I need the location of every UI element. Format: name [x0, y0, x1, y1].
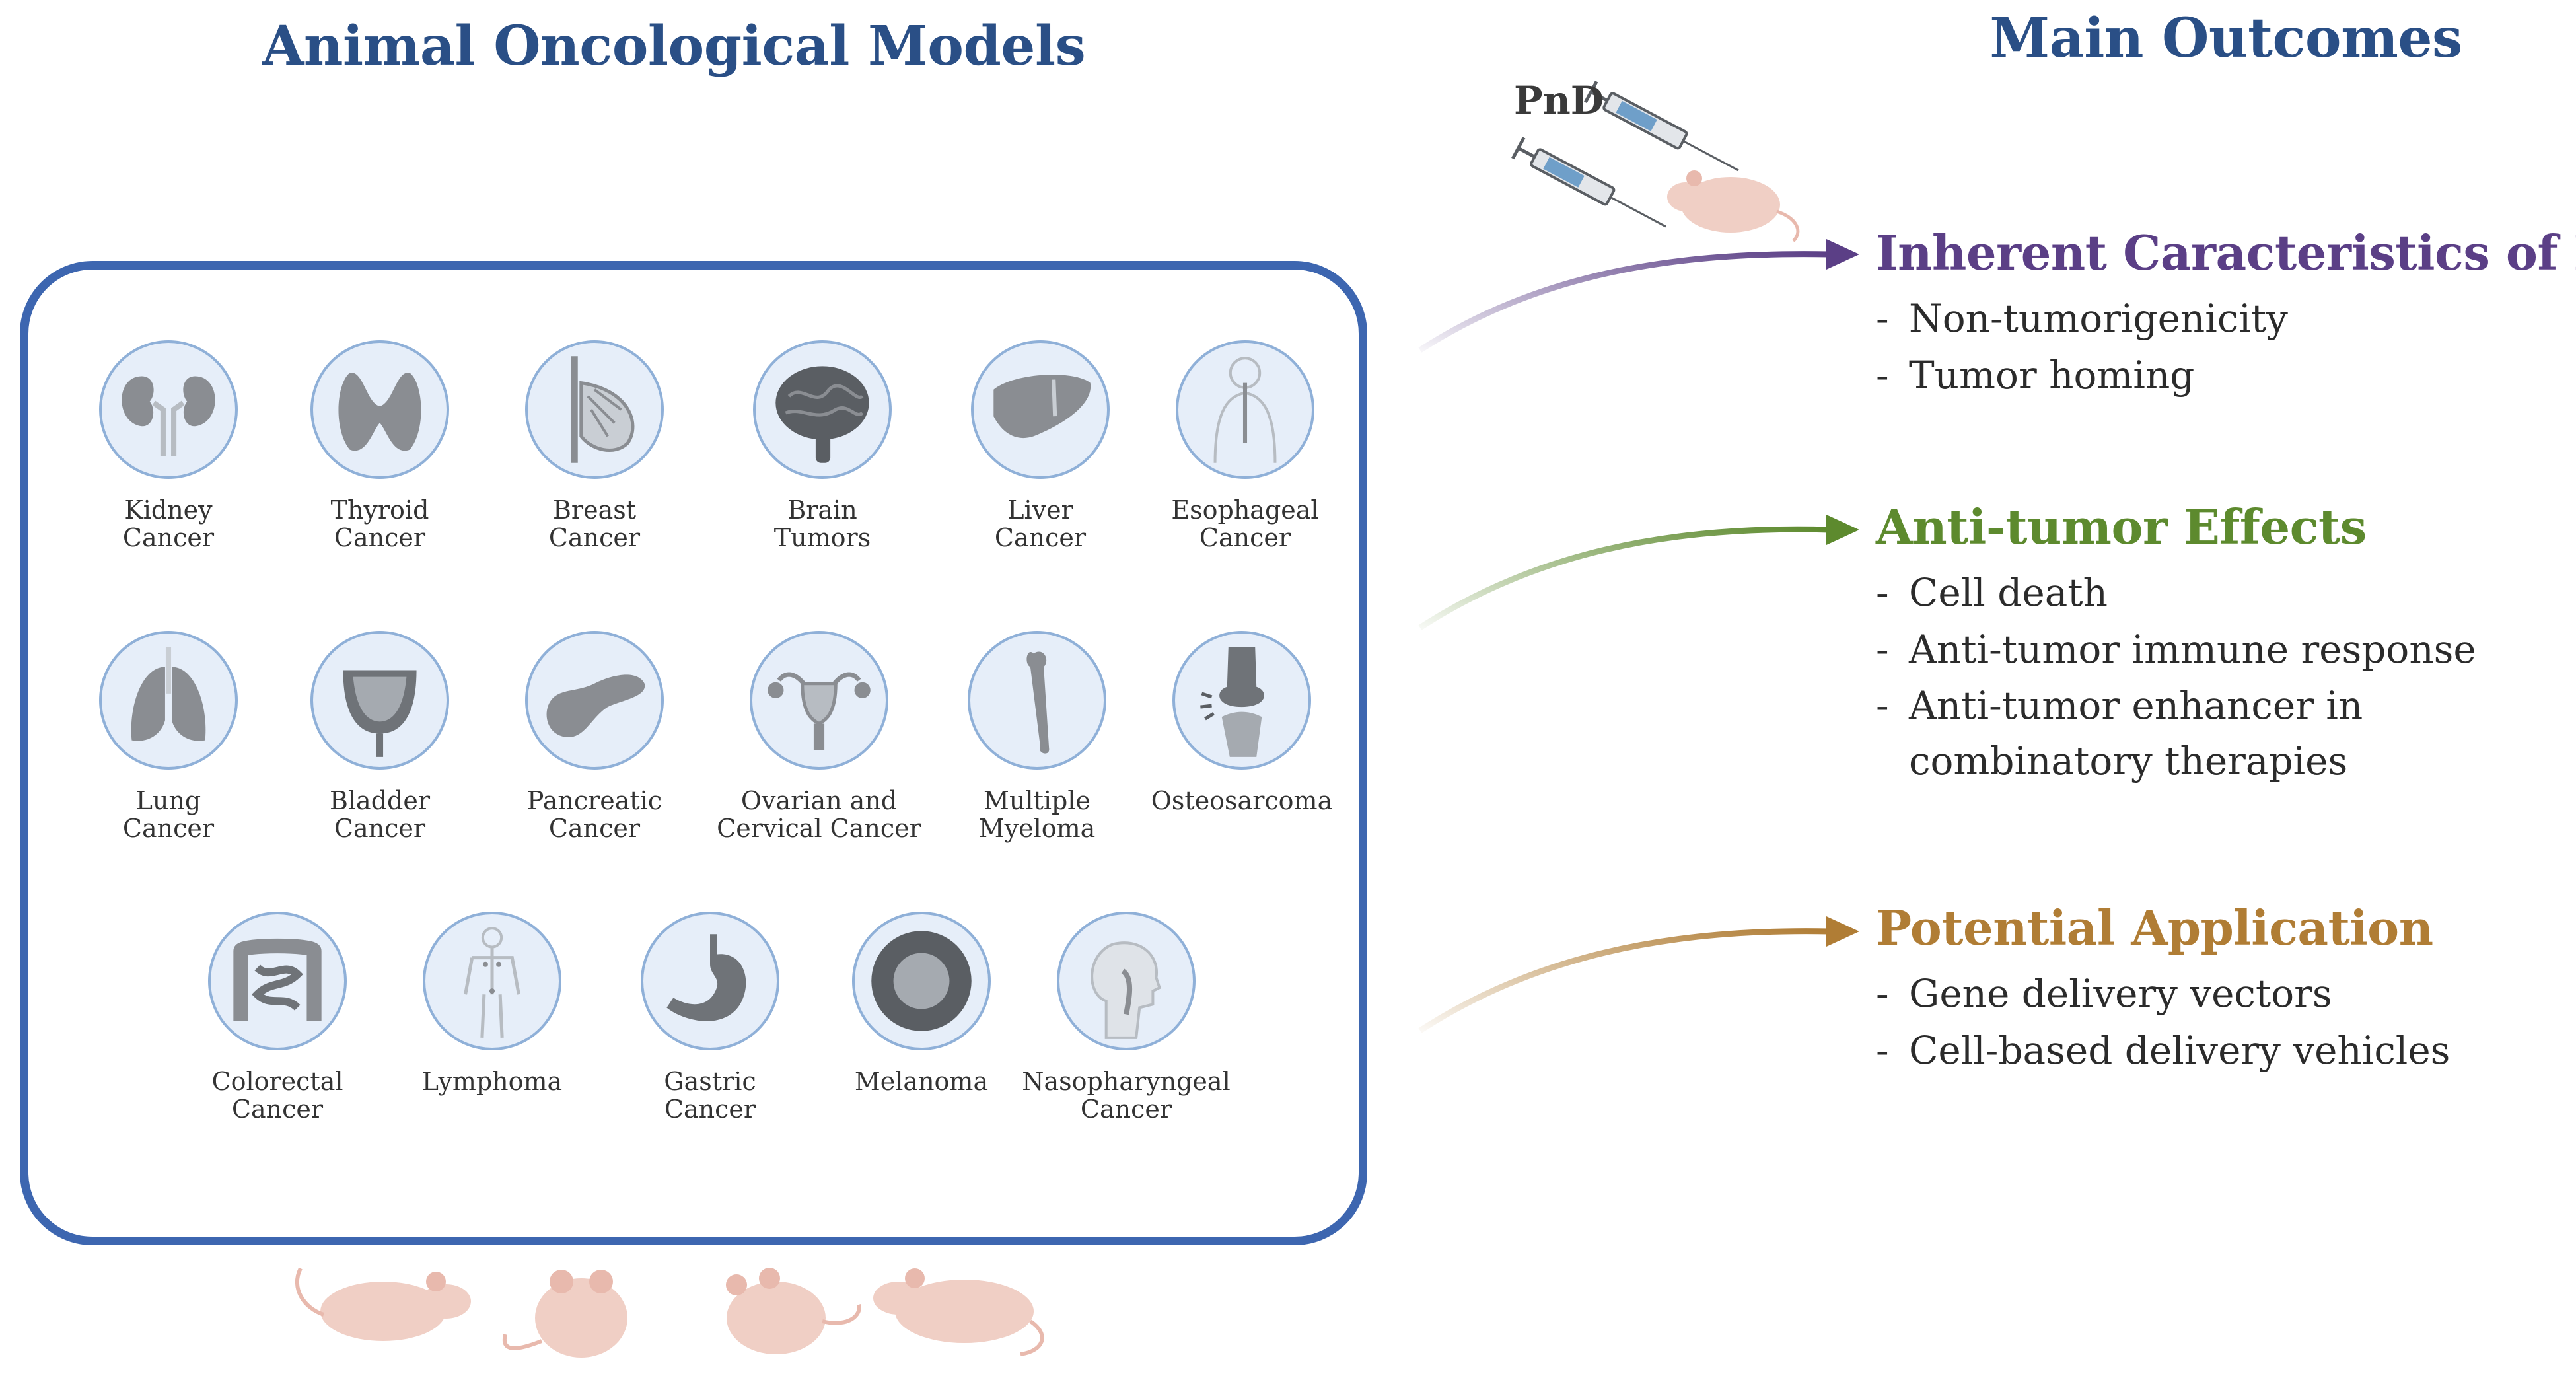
- model-label: Liver Cancer: [994, 495, 1087, 552]
- model-label: Lymphoma: [421, 1067, 563, 1096]
- models-title: Animal Oncological Models: [262, 15, 1086, 78]
- outcome-item: Gene delivery vectors: [1876, 965, 2450, 1022]
- model-nasopharyngeal: Nasopharyngeal Cancer: [1017, 912, 1235, 1123]
- model-gastric: Gastric Cancer: [601, 912, 819, 1123]
- outcome-list: Cell death Anti-tumor immune response An…: [1876, 564, 2476, 789]
- model-label: Esophageal Cancer: [1171, 495, 1319, 552]
- model-lymphoma: Lymphoma: [383, 912, 601, 1095]
- model-esophagus: Esophageal Cancer: [1136, 340, 1354, 552]
- model-uterus: Ovarian and Cervical Cancer: [710, 631, 928, 842]
- outcome-title: Potential Application: [1876, 900, 2433, 956]
- lung-icon: [131, 647, 206, 741]
- mouse-icon: [502, 1270, 627, 1358]
- outcome-item: Tumor homing: [1876, 347, 2576, 404]
- outcome-item: Anti-tumor enhancer in combinatory thera…: [1876, 678, 2476, 789]
- colon-icon: [233, 938, 322, 1021]
- model-label: Bladder Cancer: [329, 786, 431, 843]
- knee-joint-icon: [1200, 647, 1264, 757]
- model-colorectal: Colorectal Cancer: [168, 912, 386, 1123]
- outcome-antitumor: Anti-tumor Effects Cell death Anti-tumor…: [1876, 499, 2476, 789]
- bone-icon: [1026, 651, 1050, 754]
- brain-icon: [775, 366, 869, 463]
- model-label: Melanoma: [854, 1067, 989, 1096]
- kidney-icon: [122, 376, 215, 456]
- arrow-application: [1418, 916, 1859, 1033]
- model-label: Ovarian and Cervical Cancer: [717, 786, 921, 843]
- model-label: Kidney Cancer: [122, 495, 215, 552]
- outcomes-title: Main Outcomes: [1989, 7, 2462, 70]
- esophagus-icon: [1213, 357, 1277, 463]
- model-brain: Brain Tumors: [713, 340, 931, 552]
- model-label: Brain Tumors: [773, 495, 871, 552]
- pancreas-icon: [546, 674, 645, 738]
- mouse-icon: [726, 1268, 861, 1354]
- model-label: Lung Cancer: [122, 786, 215, 843]
- outcome-item: Anti-tumor immune response: [1876, 621, 2476, 678]
- model-myeloma: Multiple Myeloma: [928, 631, 1146, 842]
- liver-icon: [993, 375, 1091, 439]
- model-label: Multiple Myeloma: [978, 786, 1096, 843]
- arrow-antitumor: [1418, 515, 1859, 630]
- model-label: Colorectal Cancer: [211, 1067, 343, 1124]
- outcome-application: Potential Application Gene delivery vect…: [1876, 900, 2450, 1079]
- model-label: Nasopharyngeal Cancer: [1022, 1067, 1231, 1124]
- outcome-item: Cell-based delivery vehicles: [1876, 1022, 2450, 1079]
- outcome-list: Non-tumorigenicity Tumor homing: [1876, 290, 2576, 404]
- uterus-icon: [768, 672, 871, 750]
- outcome-item: Cell death: [1876, 564, 2476, 621]
- model-lung: Lung Cancer: [59, 631, 277, 842]
- model-label: Gastric Cancer: [664, 1067, 756, 1124]
- model-melanoma: Melanoma: [812, 912, 1030, 1095]
- model-kidney: Kidney Cancer: [59, 340, 277, 552]
- outcome-title: Anti-tumor Effects: [1876, 499, 2367, 555]
- mouse-icon: [295, 1267, 471, 1341]
- breast-icon: [571, 356, 635, 463]
- model-osteosarcoma: Osteosarcoma: [1133, 631, 1351, 815]
- model-pancreas: Pancreatic Cancer: [485, 631, 703, 842]
- model-breast: Breast Cancer: [485, 340, 703, 552]
- thyroid-icon: [338, 373, 421, 451]
- arrow-inherent: [1418, 239, 1859, 353]
- bladder-icon: [343, 670, 417, 757]
- model-liver: Liver Cancer: [931, 340, 1149, 552]
- lymph-body-icon: [464, 927, 520, 1038]
- model-thyroid: Thyroid Cancer: [271, 340, 489, 552]
- outcome-inherent: Inherent Caracteristics of PnD Non-tumor…: [1876, 225, 2576, 404]
- model-label: Thyroid Cancer: [330, 495, 429, 552]
- melanoma-icon: [871, 931, 972, 1031]
- stomach-icon: [666, 934, 746, 1021]
- models-panel: [20, 261, 1367, 1245]
- outcome-item: Non-tumorigenicity: [1876, 290, 2576, 347]
- outcome-title: Inherent Caracteristics of PnD: [1876, 225, 2576, 281]
- syringe-icon: [1584, 81, 1739, 172]
- syringe-icon: [1511, 137, 1666, 228]
- pnd-label: PnD: [1514, 78, 1604, 123]
- model-bladder: Bladder Cancer: [271, 631, 489, 842]
- model-label: Pancreatic Cancer: [526, 786, 662, 843]
- mouse-icon: [1667, 170, 1800, 242]
- model-label: Osteosarcoma: [1151, 786, 1333, 815]
- head-neck-icon: [1091, 941, 1161, 1039]
- model-label: Breast Cancer: [548, 495, 641, 552]
- mouse-icon: [873, 1268, 1044, 1356]
- outcome-list: Gene delivery vectors Cell-based deliver…: [1876, 965, 2450, 1079]
